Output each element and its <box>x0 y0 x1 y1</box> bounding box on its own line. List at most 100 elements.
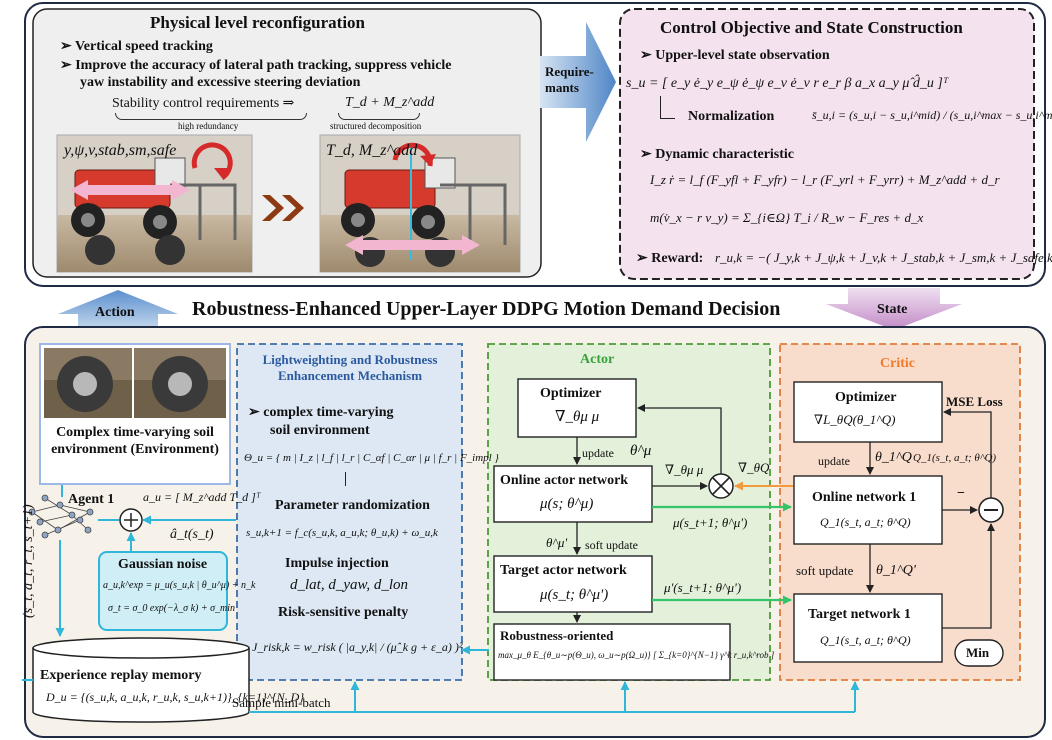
agent-label: Agent 1 <box>68 492 115 507</box>
vehicle-2-body <box>344 169 436 209</box>
min-label: Min <box>966 645 990 660</box>
brace-2 <box>338 113 420 120</box>
critic-title: Critic <box>880 356 915 371</box>
actor-grad-mu: ∇_θμ μ <box>665 462 704 477</box>
theta-mu-prime: θ^μ' <box>546 535 568 550</box>
robust-arrow-1 <box>345 472 346 486</box>
mu-next-label: μ(s_t+1; θ^μ') <box>673 515 748 530</box>
online-critic-box <box>793 475 943 545</box>
dynamic-eq-2: m(v̇_x − r v_y) = Σ_{i∈Ω} T_i / R_w − F_… <box>650 210 924 225</box>
robust-oriented-eq: max_μ_θ E_{θ_u∼p(Θ_u), ω_u∼p(Ω_u)} [ Σ_{… <box>498 650 775 660</box>
target-actor-title: Target actor network <box>500 563 627 578</box>
target-actor-box <box>493 555 653 613</box>
grad-q-label: ∇_θQ <box>738 460 770 475</box>
state-arrow <box>826 288 962 330</box>
high-redundancy: high redundancy <box>178 121 239 131</box>
control-objective-panel <box>619 8 1035 280</box>
bullet-2: ➢ Improve the accuracy of lateral path t… <box>60 58 452 73</box>
critic-opt-grad: ∇L_θQ(θ_1^Q) <box>814 412 896 427</box>
impulse-label: Impulse injection <box>285 556 389 571</box>
requirements-label: Require- mants <box>545 64 594 95</box>
upper-obs: ➢ Upper-level state observation <box>640 48 830 63</box>
action-label: Action <box>95 305 135 320</box>
critic-minus-sign: − <box>957 486 965 501</box>
replay-eq: D_u = {(s_u,k, a_u,k, r_u,k, s_u,k+1)}_{… <box>46 690 305 704</box>
main-title: Robustness-Enhanced Upper-Layer DDPG Mot… <box>192 298 781 320</box>
reward-label-text: Reward: <box>651 251 704 266</box>
environment-label: Complex time-varying soil environment (E… <box>51 425 219 457</box>
online-critic-eq: Q_1(s_t, a_t; θ^Q) <box>820 515 911 529</box>
target-critic-title: Target network 1 <box>808 607 911 622</box>
bullet-1: ➢ Vertical speed tracking <box>60 39 213 54</box>
requirements-arrow <box>540 22 616 142</box>
actor-optimizer-label: Optimizer <box>540 386 602 401</box>
dynamic-eq-1: I_z ṙ = l_f (F_yfl + F_yfr) − l_r (F_yrl… <box>650 172 1000 187</box>
state-label: State <box>877 302 908 317</box>
mu-next-label-2: μ'(s_t+1; θ^μ') <box>664 580 742 595</box>
photo1-label: y,ψ,v,stab,sm,safe <box>64 142 177 159</box>
critic-update-label: update <box>818 454 850 468</box>
target-critic-box <box>793 593 943 663</box>
reward-formula: r_u,k = −( J_y,k + J_ψ,k + J_v,k + J_sta… <box>715 250 1052 265</box>
critic-q-next: Q_1(s_t, a_t; θ^Q) <box>913 452 997 464</box>
impulse-vars: d_lat, d_yaw, d_lon <box>290 577 409 593</box>
photo2-label: T_d, M_z^add <box>326 142 418 159</box>
noise-title: Gaussian noise <box>118 557 208 572</box>
agent-action-eq: a_u = [ M_z^add T_d ]ᵀ <box>143 490 261 504</box>
brace-1 <box>115 113 307 120</box>
bullet-2b: yaw instability and excessive steering d… <box>80 75 361 90</box>
sample-minibatch: Sample mini-batch <box>232 695 331 710</box>
critic-theta-q: θ_1^Q <box>875 450 912 465</box>
replay-memory <box>32 648 250 723</box>
param-rand-eq: s_u,k+1 = f_c(s_u,k, a_u,k; θ_u,k) + ω_u… <box>246 527 438 539</box>
state-vector: s_u = [ e_y ė_y e_ψ ė_ψ e_v ė_v r e_r β … <box>626 76 949 91</box>
param-rand-label: Parameter randomization <box>275 498 430 513</box>
robust-bullet: ➢ complex time-varying <box>248 405 394 420</box>
theta-set: Θ_u = { m | I_z | l_f | l_r | C_αf | C_α… <box>244 452 499 464</box>
actor-update-label: update <box>582 446 614 460</box>
online-actor-title: Online actor network <box>500 473 629 488</box>
critic-theta-q-prime: θ_1^Q' <box>876 563 916 578</box>
risk-label: Risk-sensitive penalty <box>278 605 409 620</box>
risk-eq: J_risk,k = w_risk ( |a_y,k| / (μ̂_k g + … <box>252 640 463 654</box>
actor-theta-mu: θ^μ <box>630 443 652 459</box>
td-mz: T_d + M_z^add <box>345 95 435 110</box>
noise-eq-2: σ_t = σ_0 exp(−λ_σ k) + σ_min <box>108 603 236 614</box>
online-actor-eq: μ(s; θ^μ) <box>540 496 594 512</box>
structured-decomposition: structured decomposition <box>330 121 422 131</box>
target-critic-eq: Q_1(s_t, a_t; θ^Q) <box>820 633 911 647</box>
normalization-connector <box>660 96 675 119</box>
at-hat: â_t(s_t) <box>170 527 214 542</box>
control-title: Control Objective and State Construction <box>660 18 963 37</box>
noise-eq-1: a_u,k^exp = μ_u(s_u,k | θ_u^μ) + n_k <box>103 580 256 591</box>
actor-soft-update: soft update <box>585 538 638 552</box>
dynamic-text: Dynamic characteristic <box>655 147 795 162</box>
action-arrow <box>58 290 178 326</box>
online-critic-title: Online network 1 <box>812 490 917 505</box>
robust-title: Lightweighting and Robustness Enhancemen… <box>262 352 438 383</box>
critic-soft-update: soft update <box>796 563 854 578</box>
reward-label: ➢ Reward: <box>636 251 704 266</box>
robust-bullet-b: soil environment <box>270 423 370 438</box>
normalization-label: Normalization <box>688 109 775 124</box>
dynamic-heading: ➢ Dynamic characteristic <box>640 147 795 162</box>
robust-oriented-title: Robustness-oriented <box>500 628 614 643</box>
replay-title: Experience replay memory <box>40 668 202 683</box>
robust-bullet-text: complex time-varying <box>263 405 394 420</box>
critic-optimizer-box <box>793 381 943 443</box>
agent-network-icon <box>28 494 94 539</box>
normalization-formula: s̄_u,i = (s_u,i − s_u,i^mid) / (s_u,i^ma… <box>812 108 1052 122</box>
actor-title: Actor <box>580 352 615 367</box>
gaussian-noise-box <box>98 551 228 631</box>
bullet-1-text: Vertical speed tracking <box>74 39 213 54</box>
physical-title: Physical level reconfiguration <box>150 13 365 32</box>
bullet-2-text: Improve the accuracy of lateral path tra… <box>75 58 452 73</box>
online-actor-box <box>493 465 653 523</box>
mse-loss: MSE Loss <box>946 394 1003 409</box>
stability-requirements: Stability control requirements ⇒ <box>112 96 295 111</box>
robustness-panel <box>236 343 463 681</box>
min-badge <box>954 639 1004 667</box>
target-actor-eq: μ(s_t; θ^μ') <box>540 587 609 603</box>
critic-optimizer-label: Optimizer <box>835 390 897 405</box>
